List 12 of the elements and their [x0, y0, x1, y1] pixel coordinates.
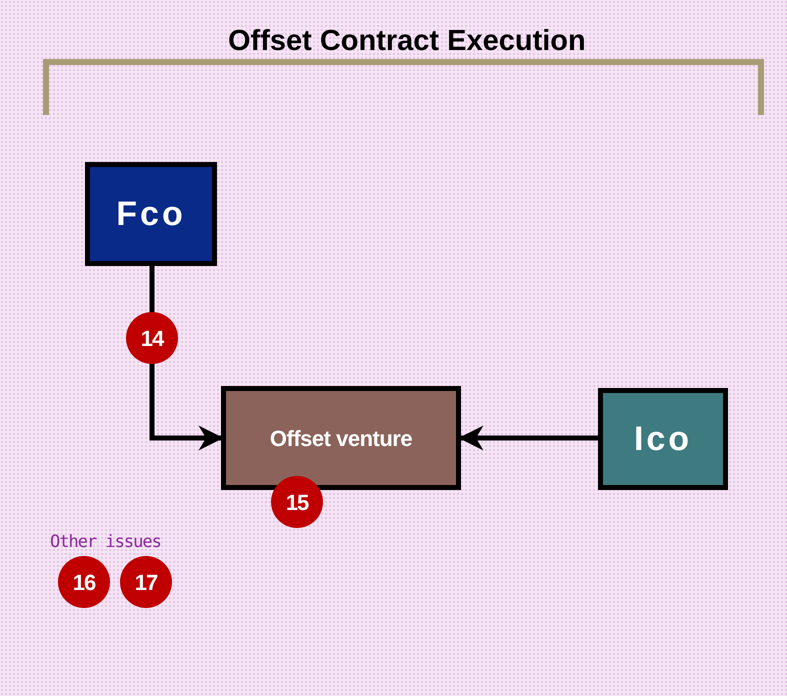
- box-label: Ico: [634, 418, 692, 460]
- diagram-title: Offset Contract Execution: [228, 24, 586, 59]
- note-text: Other issues: [50, 531, 161, 554]
- process-box: [221, 386, 461, 490]
- callout-number: 15: [271, 476, 323, 528]
- callout-number: 14: [126, 312, 178, 364]
- callout-number: 16: [58, 556, 110, 608]
- process-box: [85, 162, 217, 266]
- box-label: Offset venture: [270, 424, 412, 452]
- process-box: [598, 388, 728, 490]
- callout-number: 17: [120, 556, 172, 608]
- box-label: Fco: [116, 194, 186, 234]
